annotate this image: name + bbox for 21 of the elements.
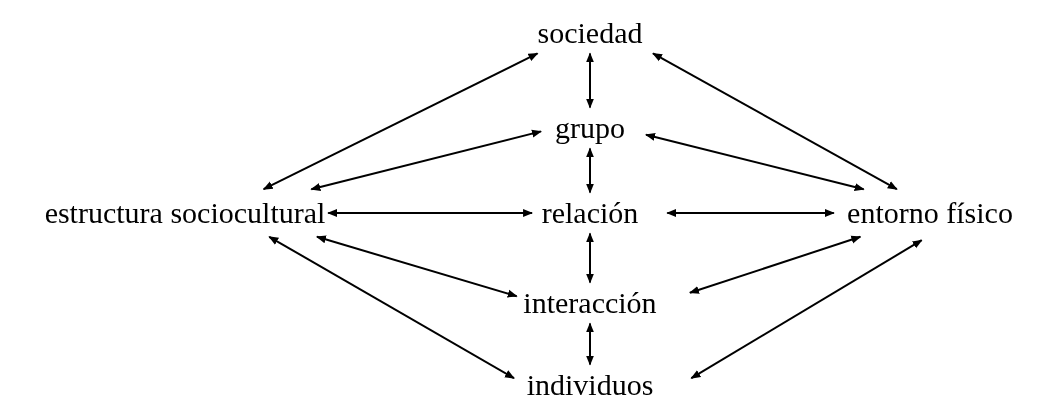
- double-arrow: [268, 235, 515, 380]
- double-arrow: [652, 52, 898, 191]
- double-arrow: [262, 52, 539, 191]
- double-arrow: [586, 322, 594, 366]
- node-label: entorno físico: [847, 196, 1013, 230]
- double-arrow: [645, 133, 865, 191]
- node-label: sociedad: [537, 16, 643, 50]
- double-arrow: [586, 232, 594, 284]
- node-label: estructura sociocultural: [44, 196, 326, 230]
- double-arrow: [327, 209, 534, 217]
- double-arrow: [688, 235, 862, 294]
- double-arrow: [586, 147, 594, 194]
- double-arrow: [586, 52, 594, 109]
- double-arrow: [315, 235, 518, 298]
- double-arrow: [690, 239, 923, 380]
- node-label: individuos: [526, 368, 654, 402]
- node-label: interacción: [523, 286, 657, 320]
- double-arrow: [666, 209, 835, 217]
- double-arrow: [310, 129, 542, 191]
- node-label: grupo: [555, 111, 625, 145]
- node-label: relación: [541, 196, 639, 230]
